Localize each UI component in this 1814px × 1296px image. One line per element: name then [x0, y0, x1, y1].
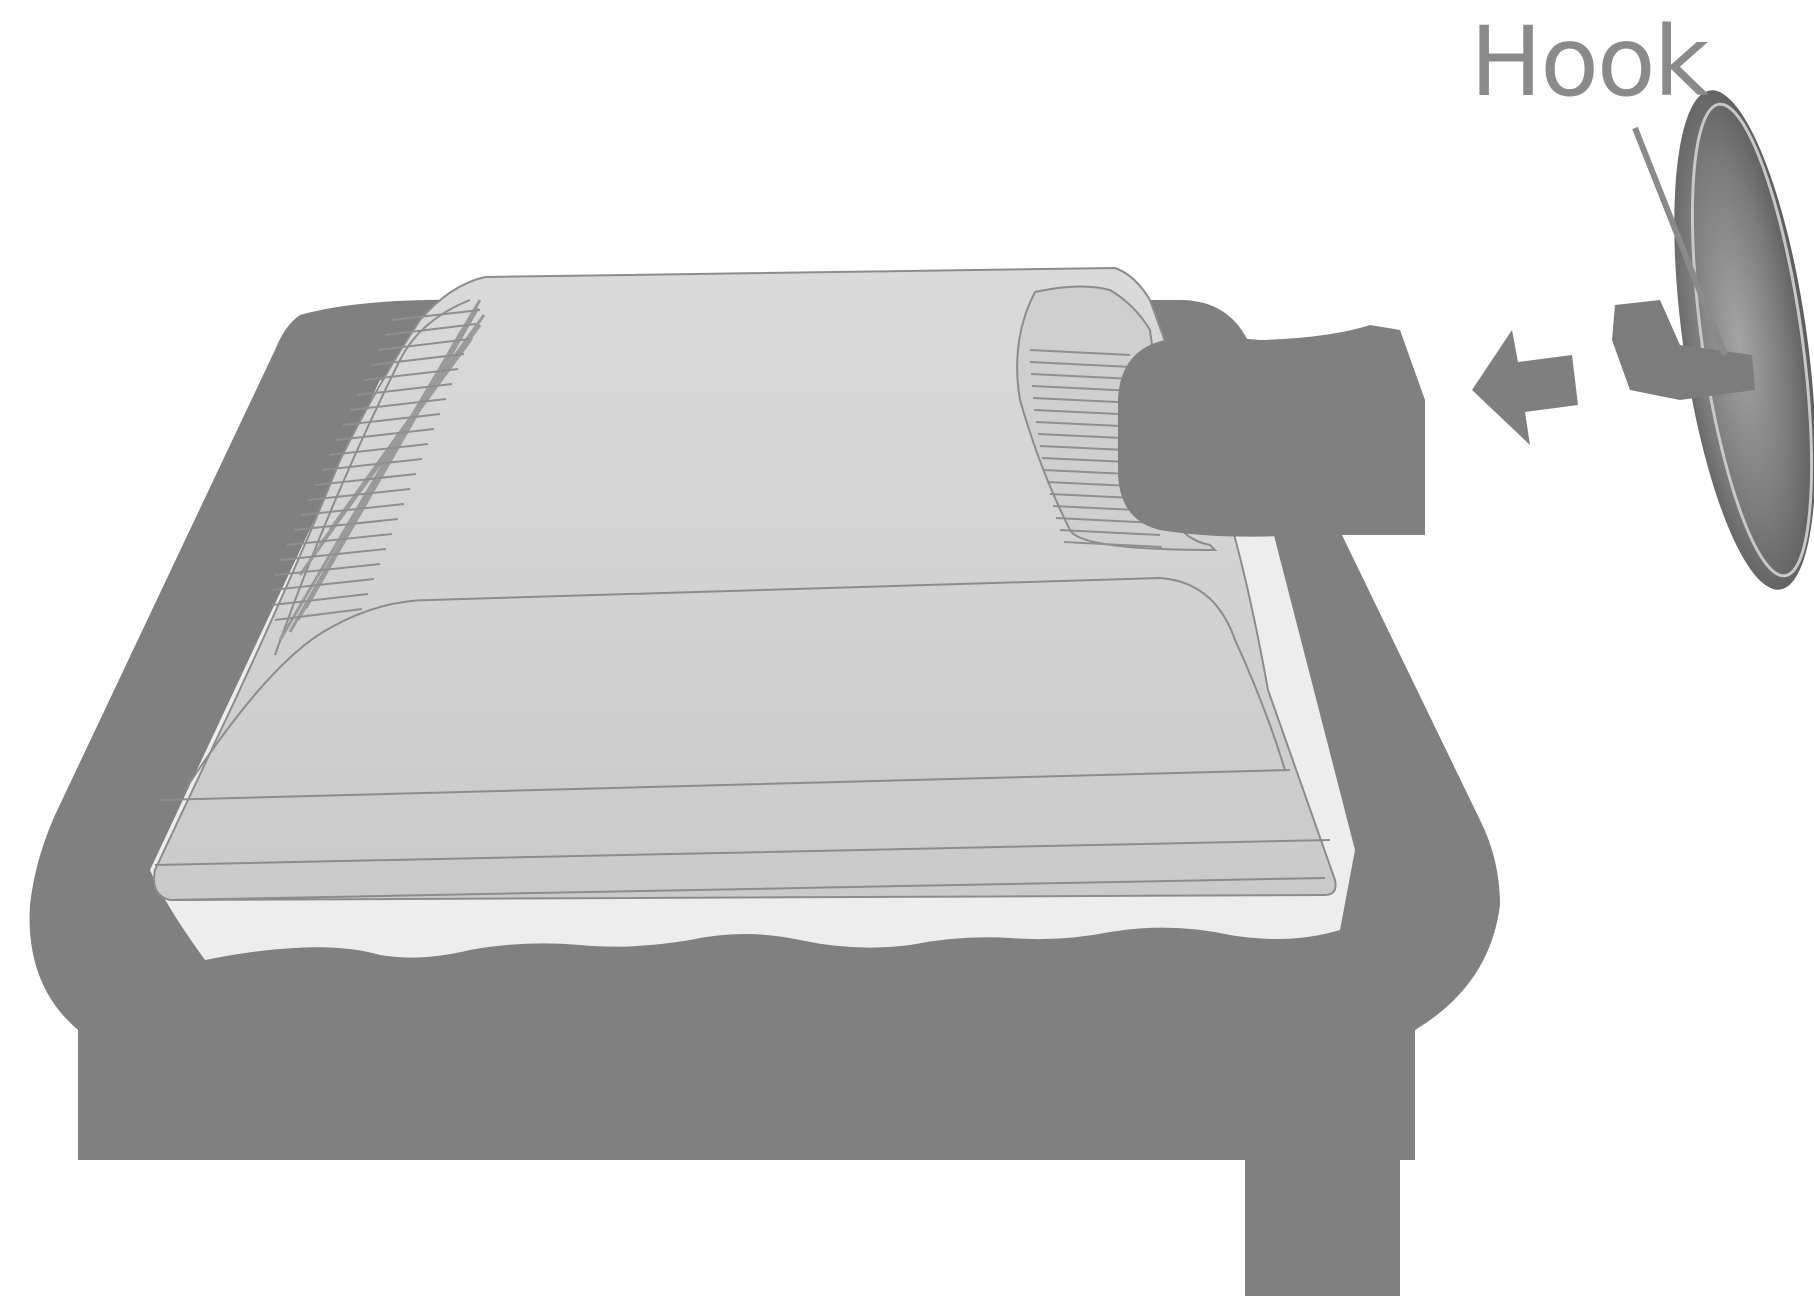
table-leg — [1245, 1150, 1400, 1296]
direction-arrow — [1472, 330, 1578, 445]
stand-base — [1612, 82, 1814, 598]
hook-label: Hook — [1470, 14, 1707, 110]
stand-neck — [1118, 325, 1425, 537]
